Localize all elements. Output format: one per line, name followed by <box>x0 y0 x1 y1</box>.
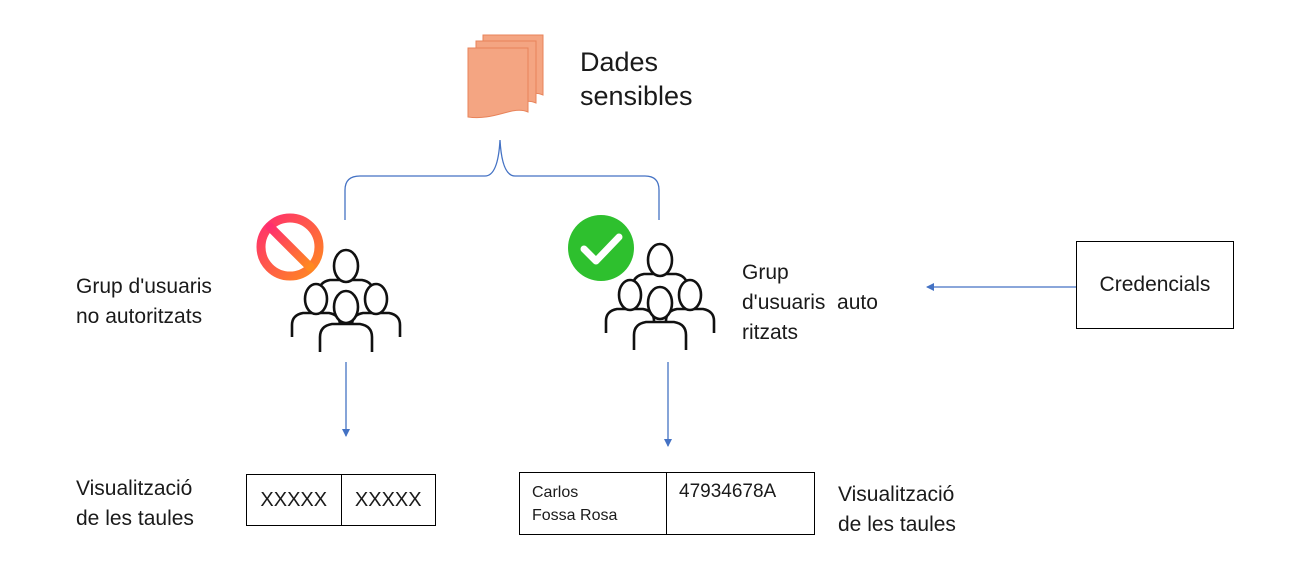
authorized-group-icon <box>604 242 716 350</box>
deny-icon <box>256 213 324 281</box>
authorized-view-label: Visualització de les taules <box>838 483 956 536</box>
sensitive-data-label: Dades sensibles <box>580 47 693 111</box>
sensitive-data-icon <box>467 34 544 119</box>
allow-icon <box>568 215 634 281</box>
split-brace <box>344 139 660 220</box>
name-cell: Carlos Fossa Rosa <box>520 473 667 534</box>
credentials-box: Credencials <box>1076 241 1234 329</box>
unauthorized-view-label: Visualització de les taules <box>76 477 194 530</box>
masked-table: XXXXX XXXXX <box>246 474 436 526</box>
unauthorized-group-icon <box>290 248 402 352</box>
masked-cell: XXXXX <box>340 475 436 525</box>
masked-cell: XXXXX <box>260 488 328 511</box>
unauthorized-group-label: Grup d'usuaris no autoritzats <box>76 275 212 328</box>
credentials-label: Credencials <box>1099 273 1211 296</box>
id-cell: 47934678A <box>679 481 777 502</box>
clear-data-table: Carlos Fossa Rosa 47934678A <box>519 472 815 535</box>
authorized-group-label: Grup d'usuaris auto ritzats <box>742 261 878 344</box>
